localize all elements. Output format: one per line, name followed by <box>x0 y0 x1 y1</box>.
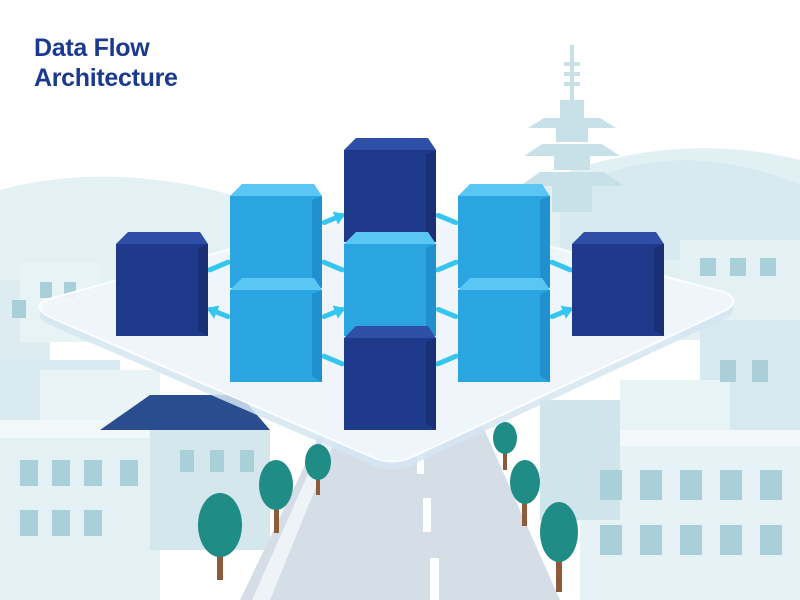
arrow-head <box>206 305 220 319</box>
tree <box>259 460 293 533</box>
connector-node-center-to-node-lower-right <box>435 306 459 320</box>
arrow-head <box>332 211 346 225</box>
tree <box>305 444 331 495</box>
page-title: Data Flow Architecture <box>34 33 178 93</box>
connector-node-lower-left-to-node-left <box>206 305 231 320</box>
node-upper-right <box>458 184 550 288</box>
connector-node-bottom-to-node-lower-right <box>435 353 459 367</box>
connector-layer <box>206 211 574 367</box>
node-right <box>572 232 664 336</box>
connector-node-left-to-node-upper-left <box>207 259 231 273</box>
connector-node-top-to-node-upper-right <box>435 212 459 226</box>
tree <box>493 422 517 470</box>
tree <box>540 502 578 592</box>
buildings-right <box>540 240 800 600</box>
pagoda <box>520 45 624 212</box>
node-top <box>344 138 436 242</box>
arrow-head <box>560 305 574 319</box>
tree <box>198 493 242 580</box>
node-layer <box>116 138 664 430</box>
trees <box>198 422 578 592</box>
node-lower-left <box>230 278 322 382</box>
connector-node-upper-right-to-node-right <box>549 259 573 273</box>
title-line-1: Data Flow <box>34 34 150 62</box>
connector-node-center-to-node-upper-right <box>435 259 459 273</box>
connector-node-lower-right-to-node-right <box>549 305 574 320</box>
title-line-2: Architecture <box>34 64 178 92</box>
node-lower-right <box>458 278 550 382</box>
connector-node-lower-left-to-node-bottom <box>321 353 345 367</box>
connector-node-upper-left-to-node-center <box>321 259 345 273</box>
node-bottom <box>344 326 436 430</box>
connector-node-lower-left-to-node-center <box>321 305 346 320</box>
buildings-left <box>0 262 270 600</box>
node-center <box>344 232 436 336</box>
arrow-head <box>332 305 346 319</box>
connector-node-upper-left-to-node-top <box>321 211 346 226</box>
node-left <box>116 232 208 336</box>
node-upper-left <box>230 184 322 288</box>
tree <box>510 460 540 526</box>
